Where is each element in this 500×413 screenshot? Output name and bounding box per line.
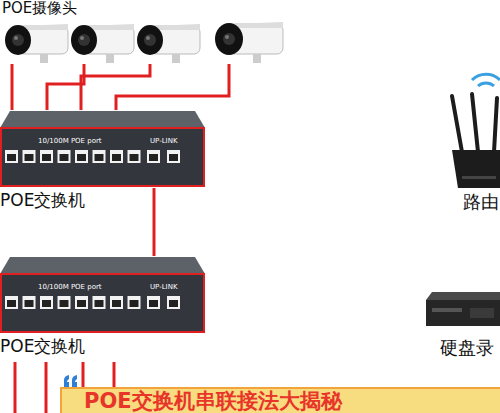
poe-switch: 10/100M POE portUP-LINKPOE交换机 <box>0 110 205 188</box>
ethernet-port <box>58 150 71 163</box>
switch-front <box>1 274 204 332</box>
switch-body <box>0 110 205 188</box>
ethernet-port <box>5 296 18 309</box>
router: 路由 <box>446 88 500 190</box>
switch-front <box>1 128 204 186</box>
recorder: 硬盘录 <box>426 290 500 328</box>
switch-top <box>0 111 205 128</box>
camera-icons <box>5 22 283 63</box>
ethernet-port <box>5 150 18 163</box>
ethernet-port <box>147 150 160 163</box>
ethernet-port <box>23 150 36 163</box>
ethernet-port <box>75 296 88 309</box>
ethernet-port <box>147 296 160 309</box>
banner: POE交换机串联接法大揭秘 <box>60 387 500 413</box>
ethernet-port <box>58 296 71 309</box>
network-cable <box>116 64 229 110</box>
ethernet-port <box>93 296 106 309</box>
network-cable <box>47 64 84 110</box>
poe-switch: 10/100M POE portUP-LINKPOE交换机 <box>0 256 205 334</box>
ethernet-port <box>40 296 53 309</box>
network-cable <box>11 64 14 110</box>
switch-body <box>0 256 205 334</box>
ethernet-port <box>23 296 36 309</box>
recorder-icon <box>426 292 500 326</box>
camera-icon <box>5 24 68 63</box>
ethernet-port <box>75 150 88 163</box>
camera-icon <box>215 22 283 63</box>
ethernet-port <box>167 296 180 309</box>
ethernet-port <box>128 150 141 163</box>
ethernet-port <box>40 150 53 163</box>
camera-icon <box>71 24 134 63</box>
camera-group: POE摄像头 <box>0 0 285 64</box>
switch-top <box>0 257 205 274</box>
ethernet-port <box>110 296 123 309</box>
ethernet-port <box>167 150 180 163</box>
ethernet-port <box>110 150 123 163</box>
ethernet-port <box>93 150 106 163</box>
ethernet-port <box>128 296 141 309</box>
camera-icon <box>137 24 200 63</box>
network-cable <box>153 188 156 256</box>
router-icon <box>452 74 500 188</box>
